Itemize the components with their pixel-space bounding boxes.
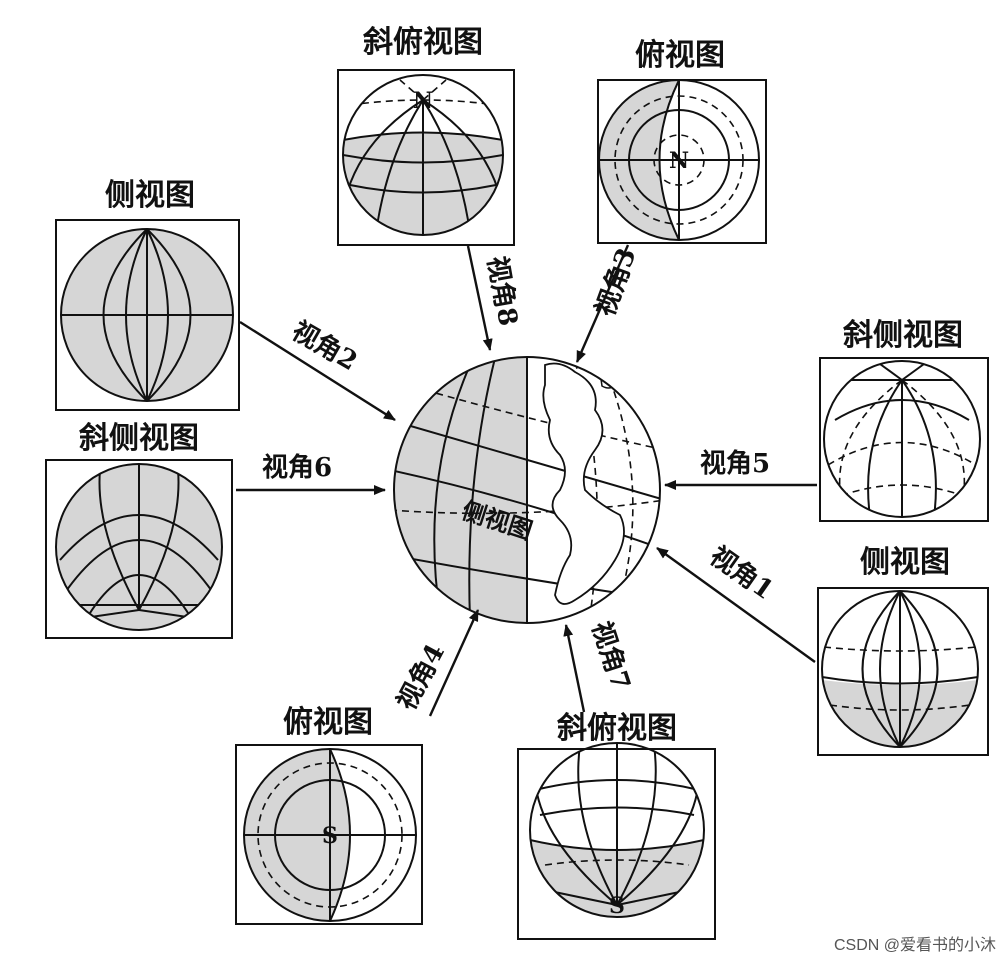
panel-right-side: 侧视图 xyxy=(817,545,989,756)
panel-top: 俯视图 N xyxy=(597,38,767,244)
arrow-view-4: 视角4 xyxy=(391,609,480,717)
arrow-label: 视角3 xyxy=(589,244,642,320)
panel-title: 斜俯视图 xyxy=(557,711,677,746)
panel-left-oblique-side: 斜侧视图 xyxy=(45,421,233,639)
south-pole-label: S xyxy=(322,823,338,849)
arrow-label: 视角4 xyxy=(391,639,451,715)
north-pole-label: N xyxy=(413,88,433,114)
panel-right-oblique-side: 斜侧视图 xyxy=(819,318,989,522)
arrow-view-1: 视角1 xyxy=(656,540,816,663)
north-pole-label: N xyxy=(669,148,689,174)
arrow-view-5: 视角5 xyxy=(664,448,817,490)
panel-title: 俯视图 xyxy=(635,38,725,73)
panel-title: 斜侧视图 xyxy=(79,421,199,456)
arrow-label: 视角8 xyxy=(481,254,524,328)
arrow-view-7: 视角7 xyxy=(563,618,636,713)
panel-title: 斜侧视图 xyxy=(843,318,963,353)
arrow-label: 视角5 xyxy=(700,448,770,479)
panel-left-side: 侧视图 xyxy=(55,178,240,411)
arrow-view-2: 视角2 xyxy=(239,315,396,422)
panel-title: 侧视图 xyxy=(860,545,950,580)
panel-bottom-oblique: 斜俯视图 S xyxy=(517,711,716,940)
panel-top-oblique: 斜俯视图 N xyxy=(337,25,515,246)
panel-title: 斜俯视图 xyxy=(363,25,483,60)
panel-bottom-top: 俯视图 S xyxy=(235,705,423,925)
watermark: CSDN @爱看书的小沐 xyxy=(834,936,996,954)
arrow-label: 视角2 xyxy=(287,315,363,377)
panel-title: 侧视图 xyxy=(105,178,195,213)
south-pole-label: S xyxy=(609,893,625,919)
arrow-label: 视角1 xyxy=(704,540,779,606)
arrow-view-3: 视角3 xyxy=(575,244,643,363)
arrow-view-6: 视角6 xyxy=(236,452,386,495)
central-globe: 侧视图 xyxy=(393,356,661,624)
arrow-label: 视角6 xyxy=(262,452,332,483)
arrow-label: 视角7 xyxy=(585,618,636,694)
panel-title: 俯视图 xyxy=(283,705,373,740)
arrow-view-8: 视角8 xyxy=(466,245,524,351)
